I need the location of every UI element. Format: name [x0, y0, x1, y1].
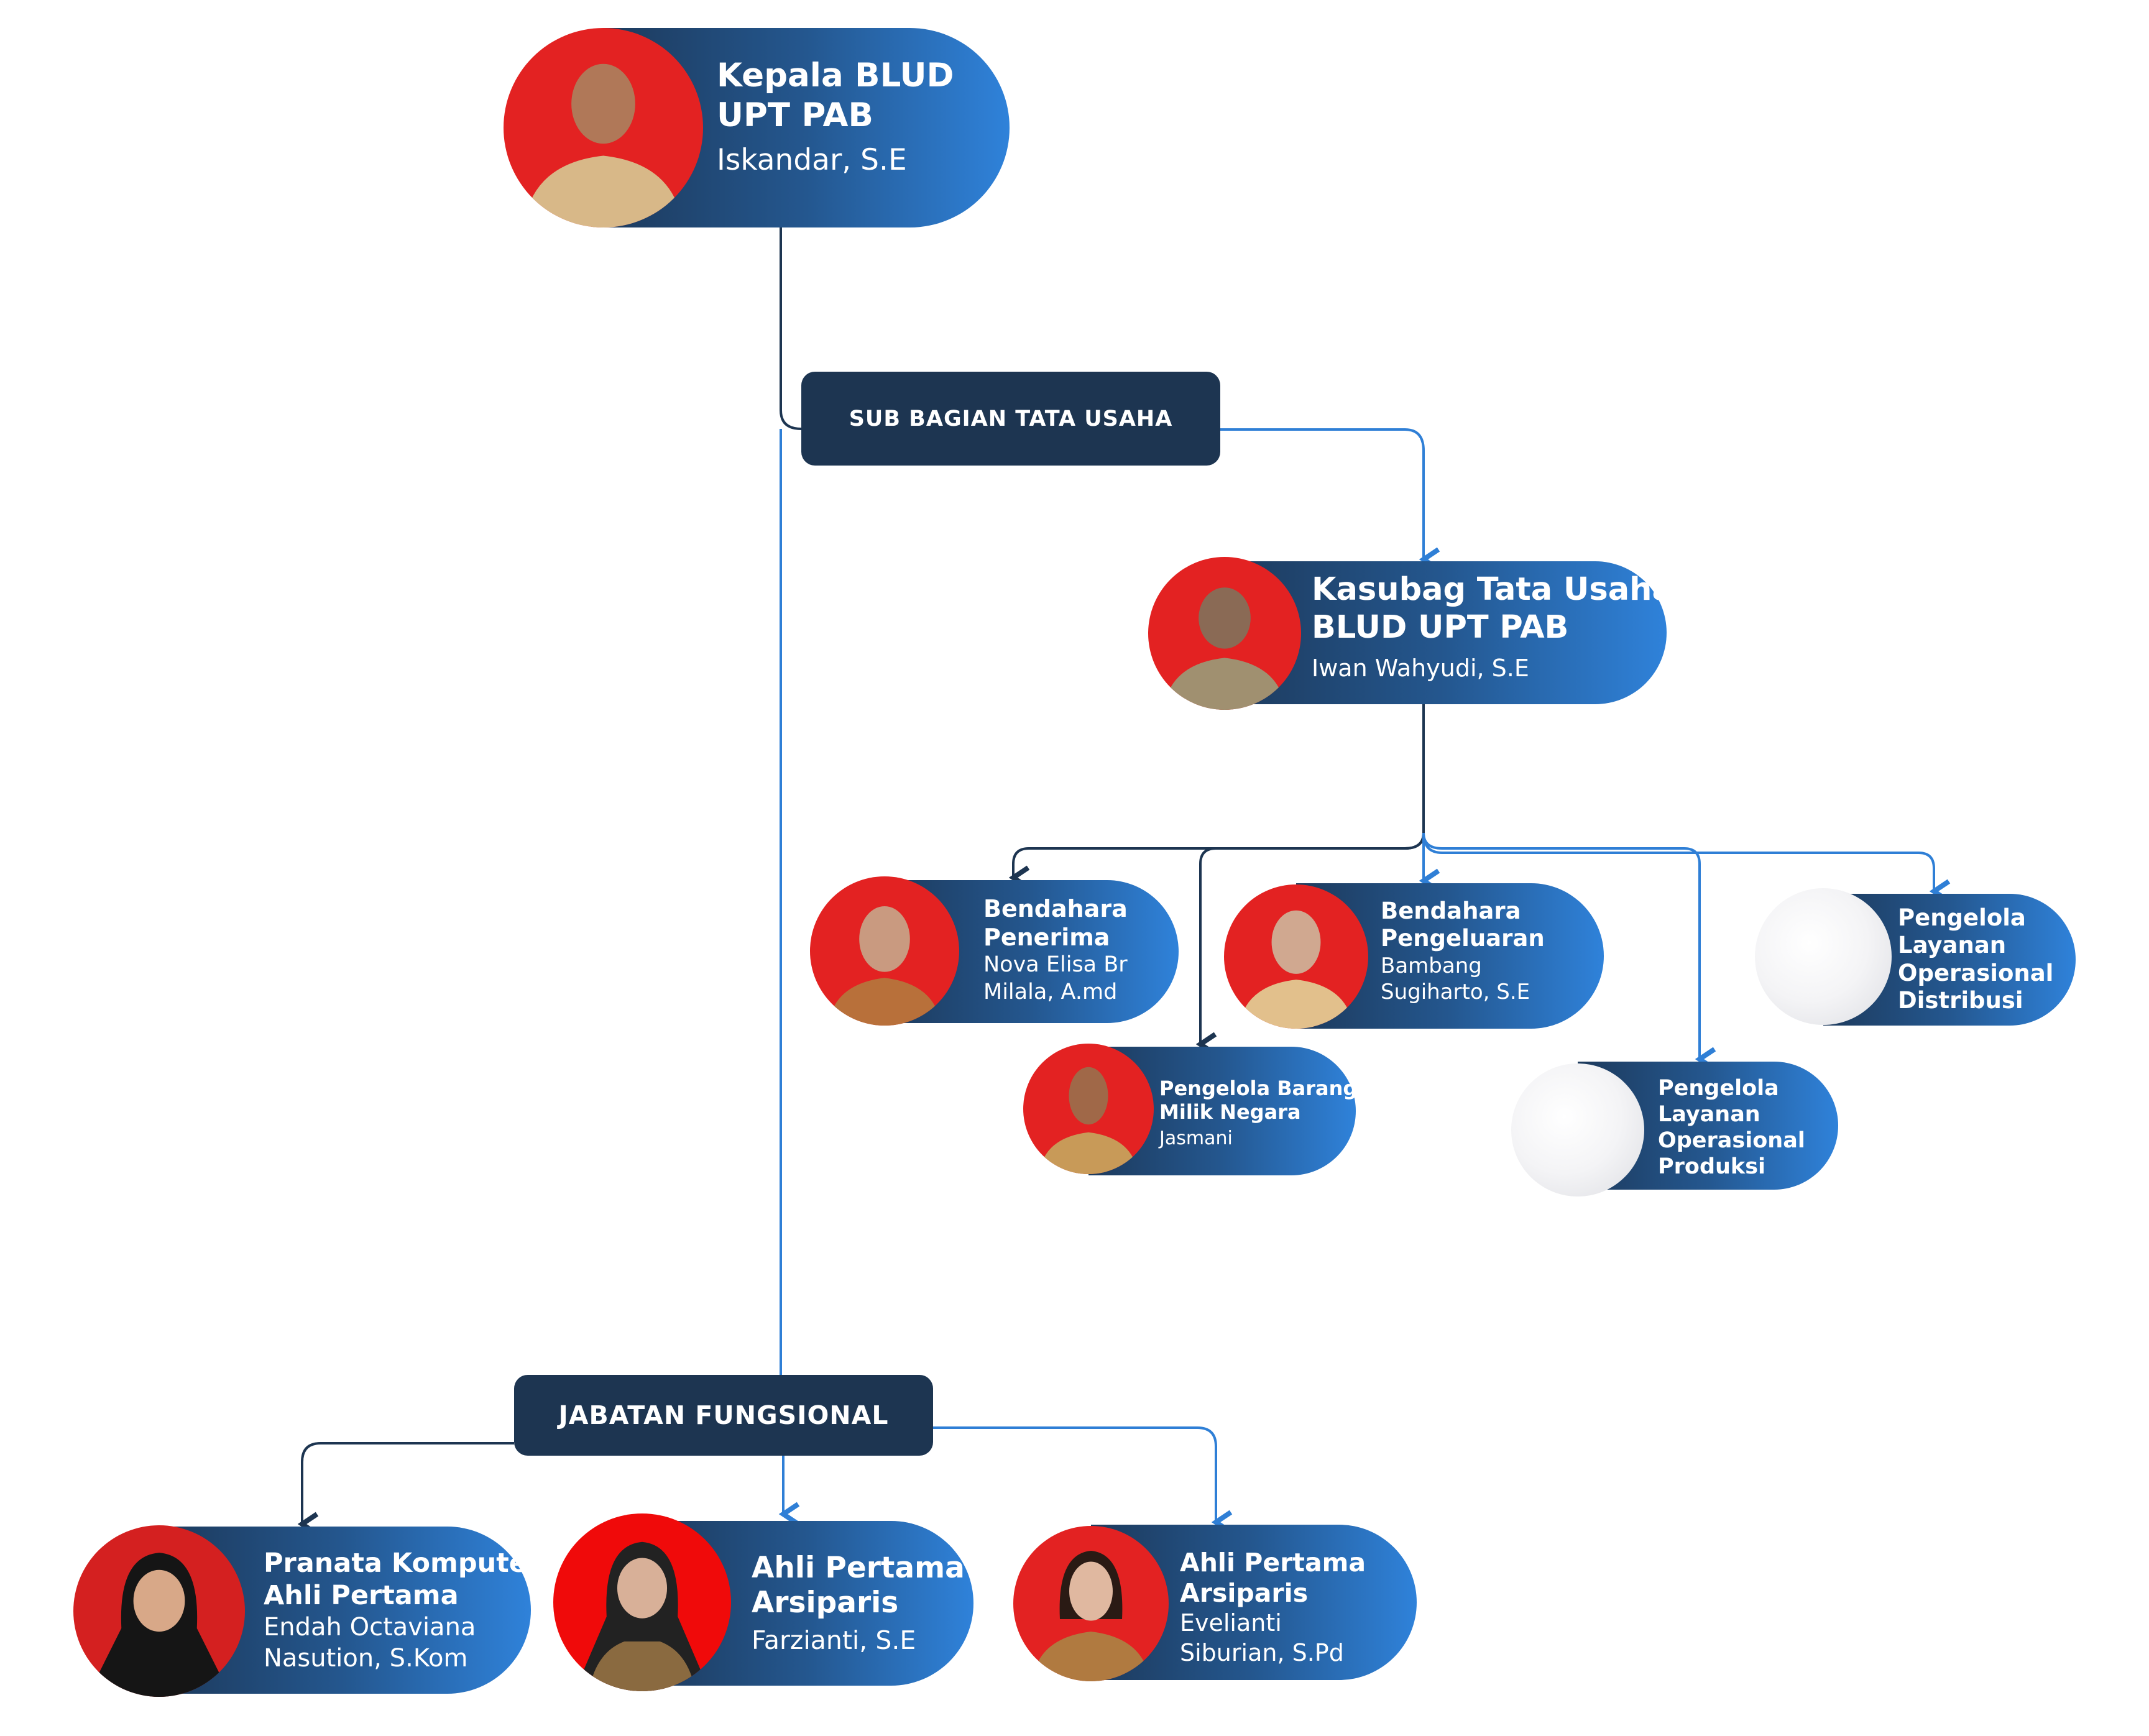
person-icon: [574, 1541, 710, 1691]
line-1: Pengelola: [1658, 1076, 1779, 1101]
title-2: Arsiparis: [752, 1586, 899, 1620]
avatar: [1013, 1526, 1169, 1681]
avatar: [1224, 884, 1368, 1029]
line-2: Layanan: [1898, 932, 2007, 959]
title-2: Penerima: [983, 923, 1110, 951]
kasubag-name: Iwan Wahyudi, S.E: [1312, 654, 1529, 682]
avatar: [553, 1513, 731, 1691]
title-1: Bendahara: [1381, 898, 1521, 924]
title-2: Arsiparis: [1180, 1578, 1309, 1609]
title-2: Milik Negara: [1159, 1100, 1301, 1124]
line-4: Distribusi: [1898, 987, 2023, 1014]
name-2: Siburian, S.Pd: [1180, 1638, 1344, 1666]
pengelola-produksi-text: Pengelola Layanan Operasional Produksi: [1658, 1075, 1805, 1180]
line-to-barang: [1195, 832, 1425, 1057]
avatar-placeholder: [1755, 888, 1892, 1025]
line-2: Layanan: [1658, 1102, 1760, 1127]
arsiparis-farzianti-text: Ahli Pertama Arsiparis Farzianti, S.E: [752, 1551, 965, 1656]
person-icon: [87, 1553, 231, 1697]
title-1: Ahli Pertama: [752, 1551, 965, 1585]
name: Jasmani: [1159, 1127, 1233, 1149]
sub-bagian-box: SUB BAGIAN TATA USAHA: [801, 372, 1220, 466]
kepala-title-1: Kepala BLUD: [717, 57, 954, 94]
kasubag-text: Kasubag Tata Usaha BLUD UPT PAB Iwan Wah…: [1312, 571, 1673, 684]
title-1: Bendahara: [983, 895, 1128, 922]
jabatan-fungsional-box: JABATAN FUNGSIONAL: [514, 1375, 933, 1456]
name-1: Nova Elisa Br: [983, 952, 1128, 978]
bendahara-pengeluaran-text: Bendahara Pengeluaran Bambang Sugiharto,…: [1381, 898, 1545, 1006]
line-to-distribusi: [1422, 832, 1951, 904]
kepala-name: Iskandar, S.E: [717, 143, 907, 178]
person-icon: [1032, 1551, 1150, 1681]
person-icon: [1238, 910, 1354, 1029]
line-3: Operasional: [1658, 1128, 1805, 1153]
sub-bagian-label: SUB BAGIAN TATA USAHA: [849, 406, 1173, 431]
jabatan-label: JABATAN FUNGSIONAL: [558, 1400, 889, 1430]
title-1: Ahli Pertama: [1180, 1548, 1366, 1578]
person-icon: [523, 63, 683, 227]
name-1: Evelianti: [1180, 1609, 1282, 1637]
name: Farzianti, S.E: [752, 1625, 916, 1655]
person-icon: [1163, 587, 1286, 710]
kasubag-title-1: Kasubag Tata Usaha: [1312, 571, 1673, 608]
kepala-text: Kepala BLUD UPT PAB Iskandar, S.E: [717, 56, 954, 179]
avatar-placeholder: [1511, 1063, 1644, 1196]
avatar: [504, 28, 703, 227]
name-1: Endah Octaviana: [264, 1613, 476, 1642]
avatar: [1148, 557, 1301, 710]
line-4: Produksi: [1658, 1154, 1766, 1179]
pranata-text: Pranata Komputer Ahli Pertama Endah Octa…: [264, 1548, 540, 1674]
name-2: Milala, A.md: [983, 979, 1118, 1004]
kasubag-title-2: BLUD UPT PAB: [1312, 609, 1569, 646]
line-head-to-sub: [780, 227, 802, 430]
line-sub-to-kasubag: [1220, 428, 1440, 572]
title-2: Pengeluaran: [1381, 925, 1545, 952]
name-2: Nasution, S.Kom: [264, 1644, 468, 1673]
person-icon: [1039, 1067, 1138, 1174]
bendahara-penerima-text: Bendahara Penerima Nova Elisa Br Milala,…: [983, 895, 1128, 1006]
line-to-arsiparis2: [933, 1426, 1233, 1535]
line-to-penerima: [1008, 832, 1425, 890]
title-1: Pranata Komputer: [264, 1548, 541, 1579]
line-3: Operasional: [1898, 959, 2054, 986]
pengelola-distribusi-text: Pengelola Layanan Operasional Distribusi: [1898, 904, 2053, 1015]
name-1: Bambang: [1381, 953, 1482, 978]
avatar: [810, 876, 959, 1026]
kepala-title-2: UPT PAB: [717, 96, 873, 134]
pengelola-barang-text: Pengelola Barang Milik Negara Jasmani: [1159, 1077, 1357, 1150]
line-1: Pengelola: [1898, 904, 2026, 931]
line-to-pranata: [297, 1442, 514, 1536]
title-2: Ahli Pertama: [264, 1579, 459, 1611]
name-2: Sugiharto, S.E: [1381, 980, 1530, 1005]
title-1: Pengelola Barang: [1159, 1077, 1358, 1100]
person-icon: [827, 906, 942, 1026]
arsiparis-evelianti-text: Ahli Pertama Arsiparis Evelianti Siburia…: [1180, 1548, 1366, 1668]
avatar: [73, 1525, 245, 1697]
avatar: [1023, 1044, 1154, 1174]
